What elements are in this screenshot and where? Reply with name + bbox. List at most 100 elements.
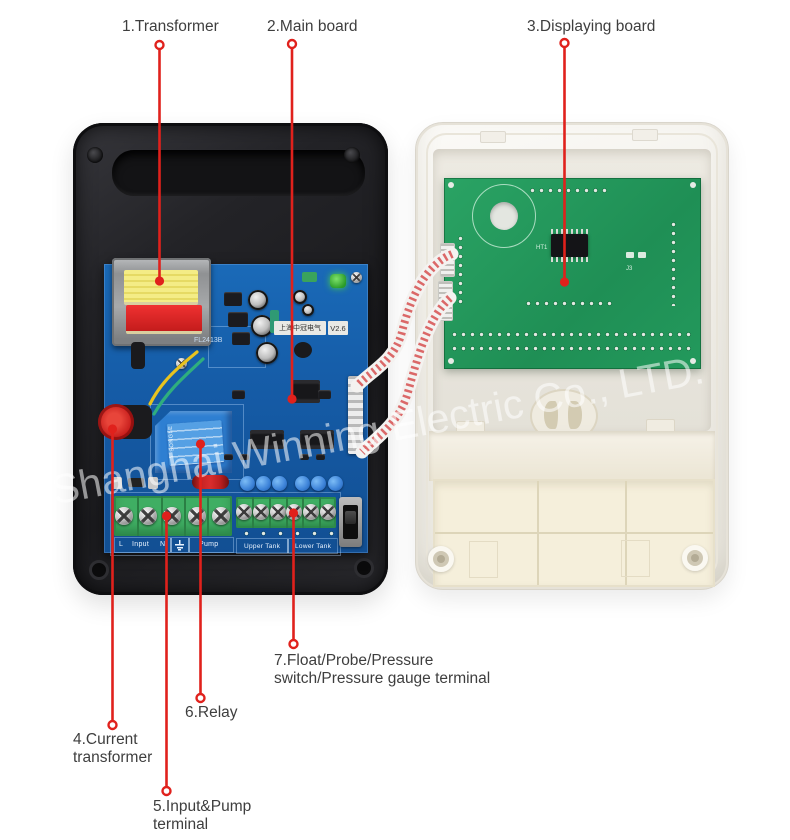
- terminal-divider: [269, 497, 271, 528]
- label-relay: 6.Relay: [185, 704, 238, 721]
- disc-capacitor: [295, 476, 310, 491]
- fuse: [192, 475, 229, 489]
- soic-ic: [292, 380, 320, 403]
- smd-part: [224, 454, 233, 460]
- board-model-text: FL2413B: [194, 337, 223, 344]
- label-float-probe-terminal: 7.Float/Probe/Pressure switch/Pressure g…: [274, 652, 490, 688]
- display-circle-outline: [472, 184, 536, 248]
- label-displaying-board: 3.Displaying board: [527, 18, 656, 35]
- electrolytic-capacitor: [302, 304, 314, 316]
- terminal-screw: [253, 504, 269, 520]
- label-line: 4.Current: [73, 731, 138, 748]
- screw-post: [87, 147, 103, 163]
- knockout-slot: [544, 401, 558, 429]
- cover-compartments: [433, 479, 715, 587]
- terminal-screw: [115, 507, 133, 525]
- label-divider: [188, 538, 190, 552]
- terminal-label-lower-tank: Lower Tank: [295, 542, 332, 550]
- solder-pad-row: [524, 300, 614, 307]
- terminal-divider: [252, 497, 254, 528]
- terminal-screw: [303, 504, 319, 520]
- screw-boss: [682, 545, 708, 571]
- board-screw: [351, 272, 362, 283]
- display-ic: [551, 234, 588, 257]
- screw-post: [344, 147, 360, 163]
- transformer-coil-yellow: [124, 270, 198, 305]
- solder-pad-row: [528, 187, 610, 193]
- version-label: V2.6: [328, 321, 348, 335]
- fuse-clip: [148, 477, 158, 489]
- case-top-recess: [112, 150, 365, 196]
- label-line: 7.Float/Probe/Pressure: [274, 652, 434, 669]
- ribbon-header: [438, 281, 453, 321]
- green-connector: [302, 272, 317, 282]
- transistor: [224, 292, 242, 306]
- terminal-screw: [163, 507, 181, 525]
- disc-capacitor: [272, 476, 287, 491]
- mount-pad: [690, 358, 696, 364]
- water-level-switch: [339, 497, 362, 547]
- ct-red-ring: [98, 404, 134, 440]
- electrolytic-capacitor: [256, 342, 278, 364]
- label-line: 5.Input&Pump: [153, 798, 252, 815]
- soic-ic: [250, 430, 284, 449]
- smd-part: [232, 390, 245, 399]
- screw-hole: [354, 558, 374, 578]
- ic-ref-text: HT1: [536, 245, 548, 251]
- terminal-silkscreen: L Input N Pump: [114, 537, 234, 553]
- smd-part: [300, 454, 309, 460]
- screw-hole: [89, 560, 109, 580]
- terminal-screw: [139, 507, 157, 525]
- terminal-label-upper-tank: Upper Tank: [244, 542, 281, 550]
- disc-capacitor: [311, 476, 326, 491]
- current-transformer: [98, 404, 152, 440]
- mount-pad: [690, 182, 696, 188]
- transformer: [112, 258, 211, 346]
- knockout-mark: [469, 541, 498, 578]
- relay-label: SONGLE: [166, 420, 225, 466]
- float-probe-terminal-block: [236, 497, 336, 528]
- boss-hole: [437, 555, 445, 563]
- electrolytic-capacitor: [293, 290, 307, 304]
- mount-pad: [448, 182, 454, 188]
- label-current-transformer: 4.Current transformer: [73, 731, 152, 767]
- label-line: transformer: [73, 749, 153, 766]
- compartment-divider: [435, 532, 713, 534]
- board-screw: [176, 358, 187, 369]
- terminal-screw: [212, 507, 230, 525]
- smd-part: [240, 454, 249, 460]
- cover-clip: [480, 131, 506, 143]
- brand-label: 上海中冠电气: [274, 321, 326, 335]
- display-hole: [490, 202, 518, 230]
- cover-shelf: [429, 431, 715, 481]
- terminal-screw: [270, 504, 286, 520]
- switch-knob: [345, 511, 356, 524]
- solder-pad-column: [457, 234, 464, 304]
- input-pump-terminal-block: [114, 496, 232, 536]
- terminal-screw: [188, 507, 206, 525]
- relay-brand-text: SONGLE: [167, 425, 176, 452]
- electrolytic-capacitor: [251, 315, 273, 337]
- terminal-divider: [207, 496, 209, 536]
- solder-pad-row: [450, 345, 694, 353]
- ground-icon: [174, 540, 185, 551]
- fuse-body-small: [128, 478, 144, 487]
- terminal-screw: [286, 504, 302, 520]
- smd-part: [316, 454, 325, 460]
- disc-capacitor: [240, 476, 255, 491]
- terminal-divider: [319, 497, 321, 528]
- screw-boss: [428, 546, 454, 572]
- electrolytic-capacitor: [248, 290, 268, 310]
- transistor: [228, 312, 248, 327]
- main-board: FL2413B 上海中冠电气 V2.6: [98, 258, 368, 556]
- label-line: terminal: [153, 816, 209, 833]
- terminal-label-n: N: [160, 541, 166, 548]
- smd-part: [318, 390, 331, 399]
- terminal-divider: [161, 496, 163, 536]
- fuse-clip: [112, 477, 122, 489]
- terminal-screw: [320, 504, 336, 520]
- terminal-divider: [137, 496, 139, 536]
- display-cover-enclosure: HT1 J3: [415, 122, 729, 590]
- terminal-label-pump: Pump: [199, 541, 219, 548]
- disc-capacitor: [256, 476, 271, 491]
